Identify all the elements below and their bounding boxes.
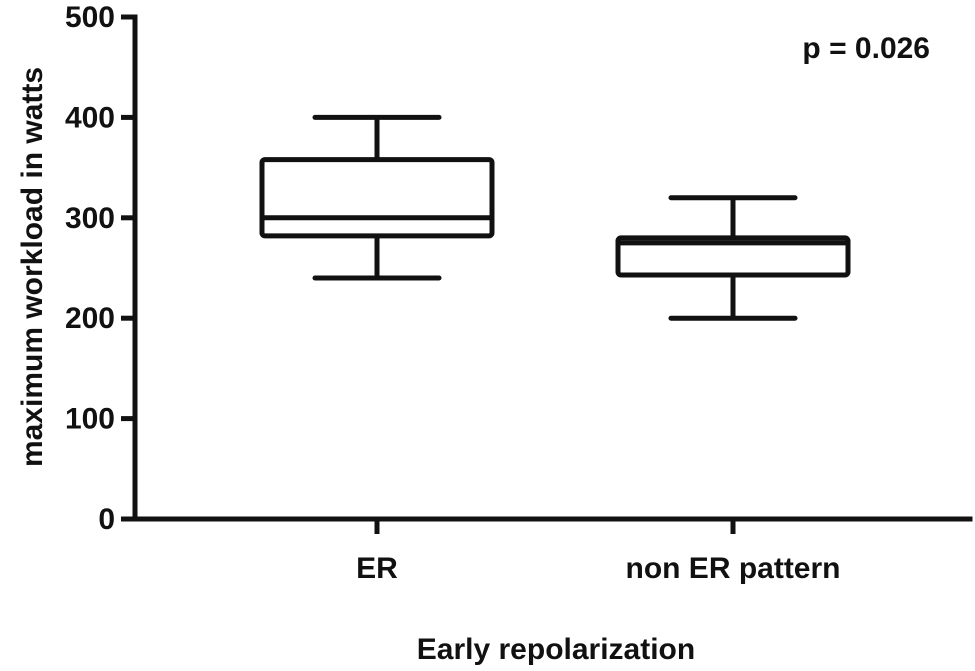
boxes <box>259 114 851 321</box>
x-axis-title: Early repolarization <box>417 633 695 666</box>
y-ticks: 0 100 200 300 400 500 <box>65 1 135 536</box>
iqr-box <box>615 235 851 278</box>
x-tick-label: ER <box>356 552 398 585</box>
y-tick-label: 500 <box>65 1 115 34</box>
y-tick-label: 400 <box>65 101 115 134</box>
y-axis-title: maximum workload in watts <box>16 67 49 467</box>
y-tick-label: 0 <box>98 503 115 536</box>
iqr-box <box>259 157 495 239</box>
y-tick-label: 200 <box>65 302 115 335</box>
box-non-er-pattern <box>615 195 851 321</box>
x-tick-label: non ER pattern <box>626 552 841 585</box>
axes <box>132 14 973 522</box>
y-tick-label: 300 <box>65 202 115 235</box>
x-ticks: ER non ER pattern <box>356 519 841 585</box>
p-value-annotation: p = 0.026 <box>802 32 930 65</box>
y-tick-label: 100 <box>65 403 115 436</box>
box-er <box>259 114 495 281</box>
